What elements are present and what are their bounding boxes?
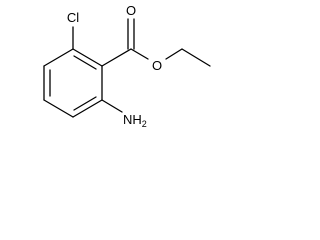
carbonyl-oxygen-label: O bbox=[126, 3, 136, 18]
bond-ester-o-ch2 bbox=[165, 48, 183, 60]
ring-double-bond-c5-c6 bbox=[73, 96, 97, 111]
amino-nh-label: NH bbox=[123, 112, 142, 127]
bond-carbonyl-ester-o bbox=[130, 48, 149, 60]
benzene-ring bbox=[43, 48, 103, 118]
bond-c6-n bbox=[101, 99, 123, 113]
bond-ch2-ch3 bbox=[181, 48, 211, 67]
ring-bond-c2-c3 bbox=[43, 48, 74, 67]
chlorine-label: Cl bbox=[67, 10, 79, 25]
ring-bond-c4-c5 bbox=[43, 99, 74, 118]
ester-oxygen-label: O bbox=[152, 58, 162, 73]
amino-subscript-label: 2 bbox=[142, 119, 147, 129]
ring-bond-c1-c2 bbox=[72, 48, 103, 67]
ring-double-bond-c1-c2 bbox=[73, 55, 97, 70]
amino-group-label: NH2 bbox=[123, 112, 147, 129]
ring-bond-c5-c6 bbox=[72, 99, 103, 118]
bond-ring-carbonyl bbox=[101, 48, 132, 67]
chemical-structure-diagram: Cl O O NH2 bbox=[43, 3, 211, 129]
